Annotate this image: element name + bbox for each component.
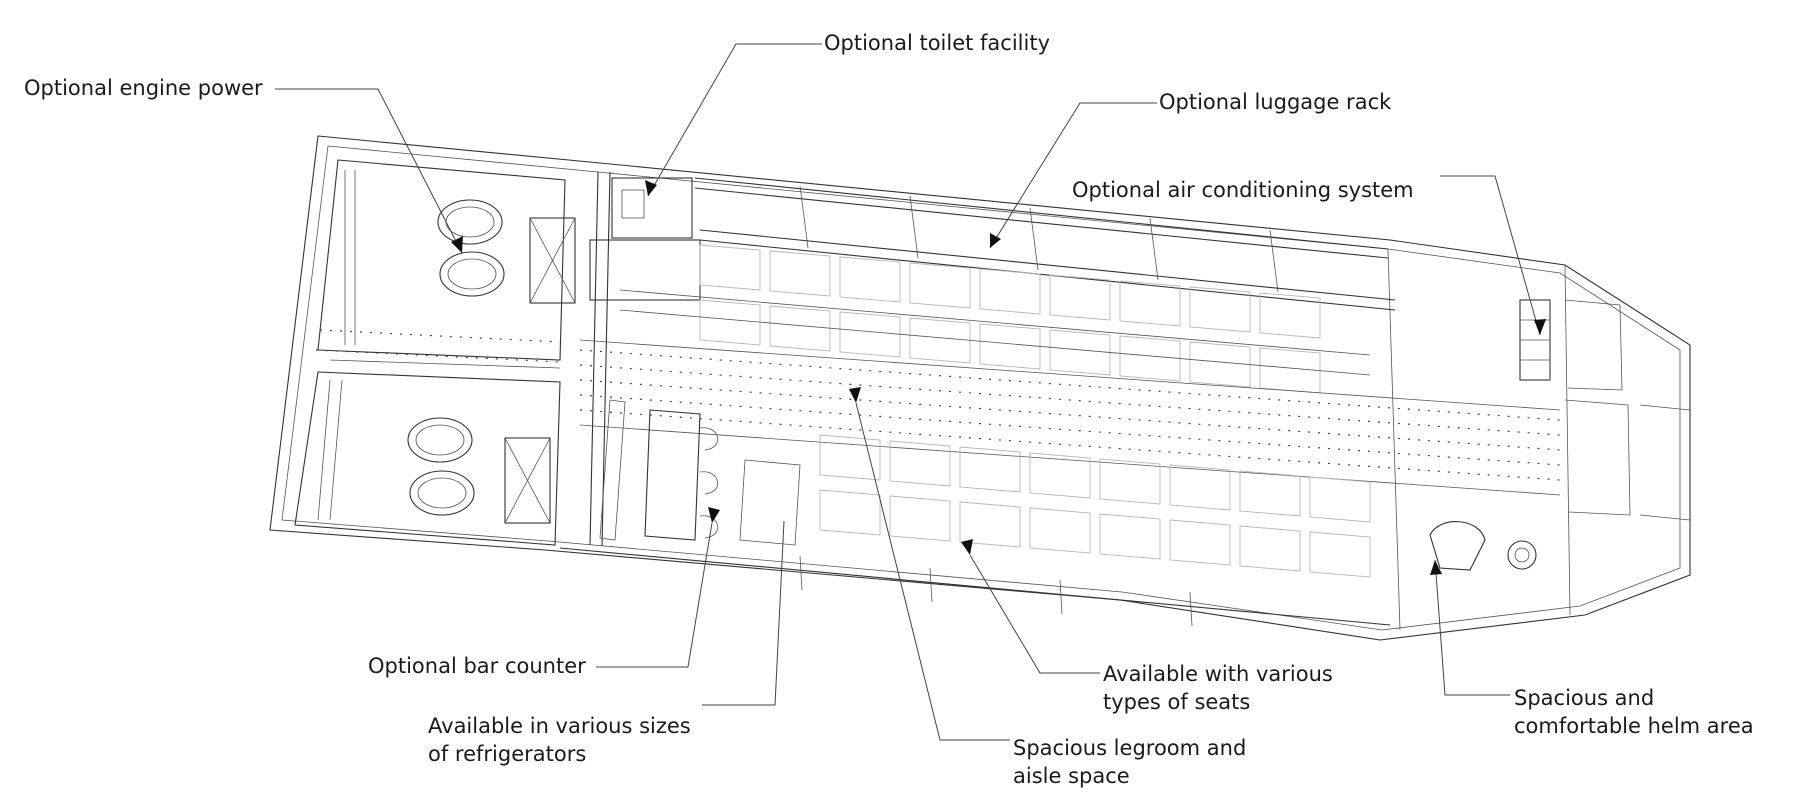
engine-units	[407, 199, 576, 524]
callout-refrigerators-line-2: of refrigerators	[428, 742, 587, 766]
luggage-rack	[699, 229, 1396, 311]
refrigerator-area	[599, 399, 801, 546]
toilet-compartment	[589, 177, 701, 301]
callout-helm-area-line-1: Spacious and	[1514, 686, 1655, 710]
callout-seat-types-line-2: types of seats	[1103, 690, 1251, 714]
callout-engine-power: Optional engine power	[24, 74, 263, 102]
callout-air-conditioning-text: Optional air conditioning system	[1072, 178, 1414, 202]
callout-refrigerators: Available in various sizes of refrigerat…	[428, 712, 691, 768]
callout-toilet-facility: Optional toilet facility	[824, 29, 1050, 57]
stern-deck	[294, 159, 566, 546]
aisle	[579, 339, 1561, 496]
callout-legroom-aisle-line-1: Spacious legroom and	[1013, 736, 1247, 760]
callout-luggage-rack-text: Optional luggage rack	[1159, 90, 1392, 114]
callout-air-conditioning: Optional air conditioning system	[1072, 176, 1414, 204]
callout-bar-counter: Optional bar counter	[368, 652, 586, 680]
callout-refrigerators-line-1: Available in various sizes	[428, 714, 691, 738]
callout-legroom-aisle-line-2: aisle space	[1013, 764, 1130, 788]
seats-upper	[619, 244, 1371, 394]
callout-legroom-aisle: Spacious legroom and aisle space	[1013, 734, 1246, 790]
leader-lines	[275, 43, 1541, 741]
helm-station	[1429, 521, 1537, 571]
callout-luggage-rack: Optional luggage rack	[1159, 88, 1391, 116]
callout-engine-power-text: Optional engine power	[24, 76, 263, 100]
callout-helm-area: Spacious and comfortable helm area	[1514, 684, 1754, 740]
callout-helm-area-line-2: comfortable helm area	[1514, 714, 1754, 738]
callout-toilet-facility-text: Optional toilet facility	[824, 31, 1051, 55]
callout-seat-types-line-1: Available with various	[1103, 662, 1333, 686]
hull-outline	[269, 135, 1691, 641]
callout-bar-counter-text: Optional bar counter	[368, 654, 586, 678]
air-conditioning-unit	[1519, 299, 1551, 381]
callout-seat-types: Available with various types of seats	[1103, 660, 1333, 716]
leader-arrowheads	[451, 180, 1546, 575]
cabin-walls	[559, 171, 1391, 627]
bar-counter	[644, 409, 718, 541]
seats-lower	[819, 434, 1371, 578]
